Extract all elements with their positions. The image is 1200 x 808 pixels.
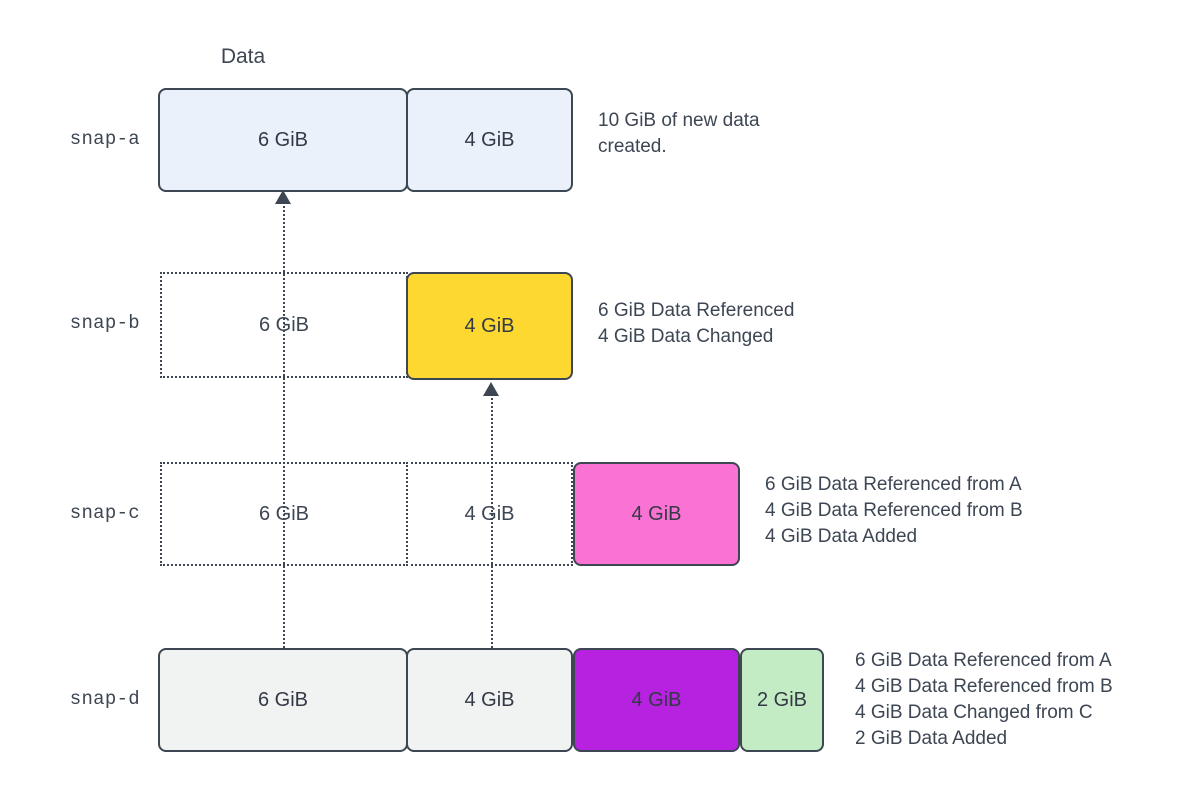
ghost-block-snap-c-6gib[interactable]: 6 GiB <box>160 462 408 566</box>
block-snap-a-6gib[interactable]: 6 GiB <box>158 88 408 192</box>
row-label-snap-c: snap-c <box>69 502 140 524</box>
block-value: 4 GiB <box>464 689 515 711</box>
block-snap-d-4gib[interactable]: 4 GiB <box>406 648 573 752</box>
block-value: 6 GiB <box>258 503 310 525</box>
ghost-block-snap-c-4gib[interactable]: 4 GiB <box>406 462 573 566</box>
block-value: 4 GiB <box>464 503 515 525</box>
block-value: 6 GiB <box>257 129 309 151</box>
block-snap-d-4gib-changed[interactable]: 4 GiB <box>573 648 740 752</box>
row-label-snap-a: snap-a <box>69 128 140 150</box>
block-value: 6 GiB <box>257 689 309 711</box>
block-snap-d-2gib-added[interactable]: 2 GiB <box>740 648 824 752</box>
connector-line-snap-d-to-snap-b <box>491 394 493 648</box>
note-snap-a: 10 GiB of new data created. <box>598 110 760 157</box>
block-value: 4 GiB <box>464 315 515 337</box>
block-snap-d-6gib[interactable]: 6 GiB <box>158 648 408 752</box>
block-snap-b-4gib[interactable]: 4 GiB <box>406 272 573 380</box>
block-snap-c-4gib-added[interactable]: 4 GiB <box>573 462 740 566</box>
block-value: 4 GiB <box>631 689 682 711</box>
block-value: 4 GiB <box>631 503 682 525</box>
connector-arrow-snap-a <box>275 190 291 204</box>
row-label-snap-d: snap-d <box>69 688 140 710</box>
block-value: 2 GiB <box>756 689 808 711</box>
block-value: 6 GiB <box>258 314 310 336</box>
connector-arrow-snap-b <box>483 382 499 396</box>
column-header-data: Data <box>220 45 266 68</box>
note-snap-c: 6 GiB Data Referenced from A 4 GiB Data … <box>765 474 1023 547</box>
block-value: 4 GiB <box>464 129 515 151</box>
note-snap-d: 6 GiB Data Referenced from A 4 GiB Data … <box>855 650 1113 749</box>
note-snap-b: 6 GiB Data Referenced 4 GiB Data Changed <box>598 300 795 347</box>
block-snap-a-4gib[interactable]: 4 GiB <box>406 88 573 192</box>
row-label-snap-b: snap-b <box>69 312 140 334</box>
connector-line-snap-d-to-snap-a <box>283 202 285 648</box>
ghost-block-snap-b-6gib[interactable]: 6 GiB <box>160 272 408 378</box>
